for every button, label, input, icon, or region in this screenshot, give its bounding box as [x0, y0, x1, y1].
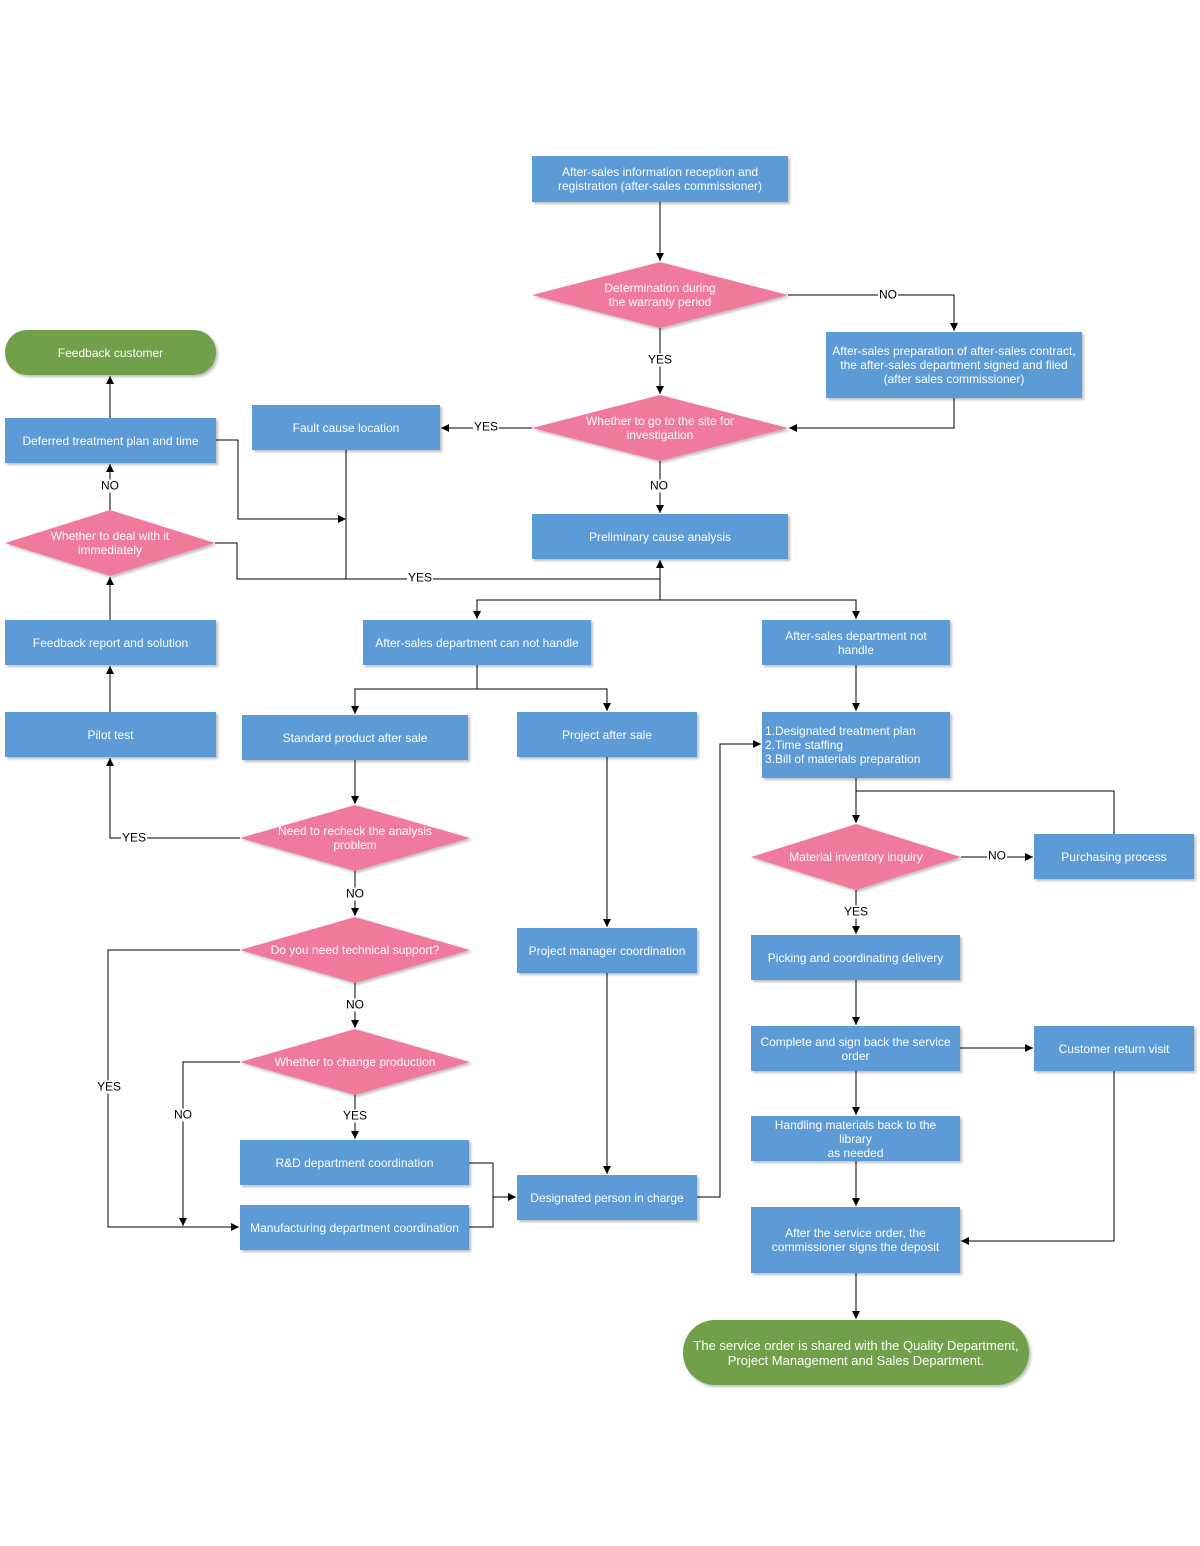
edge-deferred-fault [216, 439, 346, 523]
label-change-no: NO [173, 1107, 193, 1122]
node-handling-box[interactable] [751, 1116, 960, 1161]
label-recheck-no: NO [345, 886, 365, 901]
node-purchasing: Purchasing process [1061, 849, 1167, 864]
node-reception-box[interactable] [532, 156, 788, 202]
node-deposit-box[interactable] [751, 1207, 960, 1273]
node-plan-list-box[interactable] [762, 712, 950, 778]
node-change-production: Whether to change production [274, 1055, 436, 1069]
node-recheck: Need to recheck the analysis problem [277, 824, 433, 852]
node-sign-back: Complete and sign back the service order [760, 1034, 951, 1063]
edge-tech-yes-manufacturing [107, 949, 240, 1231]
label-recheck-yes: YES [120, 830, 148, 845]
node-cannot-handle-box[interactable] [363, 620, 591, 665]
label-deal-no: NO [100, 478, 120, 493]
node-standard: Standard product after sale [282, 730, 428, 745]
node-tech-support: Do you need technical support? [270, 943, 440, 957]
edge-designated-plan [697, 740, 761, 1198]
edge-deal-yes-preliminary [215, 542, 664, 580]
node-deferred: Deferred treatment plan and time [22, 433, 199, 448]
edge-recheck-yes-pilot [106, 758, 240, 839]
node-cannot-handle: After-sales department can not handle [375, 635, 579, 650]
shapes [5, 156, 1194, 1385]
node-fault: Fault cause location [292, 420, 400, 435]
node-plan-list: 1.Designated treatment plan 2.Time staff… [765, 724, 921, 766]
label-inventory-yes: YES [842, 904, 870, 919]
edge-rd-designated [469, 1162, 516, 1201]
node-picking-box[interactable] [751, 935, 960, 980]
node-project-after: Project after sale [561, 727, 653, 742]
node-deal-diamond[interactable] [5, 510, 215, 576]
edge-cannot-handle-standard [351, 665, 478, 714]
edge-preliminary-not-handle [660, 599, 860, 619]
node-site: Whether to go to the site for investigat… [585, 414, 735, 442]
label-inventory-no: NO [987, 848, 1007, 863]
edge-warranty-no-contract [788, 294, 958, 331]
label-tech-yes: YES [95, 1079, 123, 1094]
node-designated-box[interactable] [517, 1175, 697, 1220]
node-inventory: Material inventory inquiry [789, 850, 923, 864]
edge-preliminary-split [473, 579, 661, 619]
node-sign-back-box[interactable] [751, 1026, 960, 1071]
label-site-yes: YES [472, 419, 500, 434]
node-manufacturing-box[interactable] [240, 1205, 469, 1250]
label-tech-no: NO [345, 997, 365, 1012]
node-pm-coord: Project manager coordination [528, 943, 686, 958]
node-site-diamond[interactable] [532, 395, 788, 461]
node-contract-box[interactable] [826, 332, 1082, 398]
node-preliminary-box[interactable] [532, 514, 788, 559]
edge-purchasing-loop [856, 790, 1115, 834]
node-return-visit-box[interactable] [1034, 1026, 1194, 1071]
node-shared: The service order is shared with the Qua… [693, 1337, 1019, 1368]
node-project-after-box[interactable] [517, 712, 697, 757]
node-preliminary: Preliminary cause analysis [588, 529, 732, 544]
node-purchasing-box[interactable] [1034, 834, 1194, 879]
node-designated: Designated person in charge [530, 1190, 684, 1205]
node-fault-box[interactable] [252, 405, 440, 450]
node-deal-immediately: Whether to deal with it immediately [50, 529, 170, 557]
node-rd: R&D department coordination [275, 1155, 434, 1170]
node-feedback-report: Feedback report and solution [32, 635, 189, 650]
label-deal-yes: YES [406, 570, 434, 585]
node-not-handle: After-sales department not handle [785, 628, 927, 657]
node-feedback-customer: Feedback customer [57, 345, 164, 360]
node-tech-support-diamond[interactable] [240, 917, 470, 983]
node-warranty: Determination during the warranty period [604, 281, 716, 309]
edge-return-visit-deposit [961, 1071, 1115, 1245]
node-pm-coord-box[interactable] [517, 928, 697, 973]
node-pilot-box[interactable] [5, 712, 216, 757]
node-handling: Handling materials back to the library a… [774, 1117, 937, 1160]
node-pilot: Pilot test [87, 727, 134, 742]
edge-cannot-handle-project [477, 688, 611, 711]
node-recheck-diamond[interactable] [240, 805, 470, 871]
edge-change-no-manufacturing [179, 1061, 240, 1226]
node-feedback-report-box[interactable] [5, 620, 216, 665]
label-site-no: NO [649, 478, 669, 493]
edge-contract-site [789, 398, 955, 432]
node-deposit: After the service order, the commissione… [771, 1226, 940, 1254]
label-change-yes: YES [341, 1108, 369, 1123]
node-manufacturing: Manufacturing department coordination [250, 1220, 459, 1235]
node-shared-terminal[interactable] [683, 1320, 1029, 1385]
edge-manufacturing-designated [469, 1197, 494, 1228]
node-return-visit: Customer return visit [1058, 1041, 1170, 1056]
node-reception: After-sales information reception and re… [557, 165, 763, 193]
label-warranty-no: NO [878, 287, 898, 302]
node-inventory-diamond[interactable] [751, 824, 961, 890]
node-rd-box[interactable] [240, 1140, 469, 1185]
node-feedback-customer-terminal[interactable] [5, 330, 216, 375]
node-standard-box[interactable] [242, 715, 468, 760]
node-not-handle-box[interactable] [762, 620, 950, 665]
node-deferred-box[interactable] [5, 418, 216, 463]
label-warranty-yes: YES [646, 352, 674, 367]
node-picking: Picking and coordinating delivery [767, 950, 944, 965]
node-change-production-diamond[interactable] [240, 1029, 470, 1095]
node-contract: After-sales preparation of after-sales c… [832, 344, 1076, 386]
node-warranty-diamond[interactable] [532, 262, 788, 328]
